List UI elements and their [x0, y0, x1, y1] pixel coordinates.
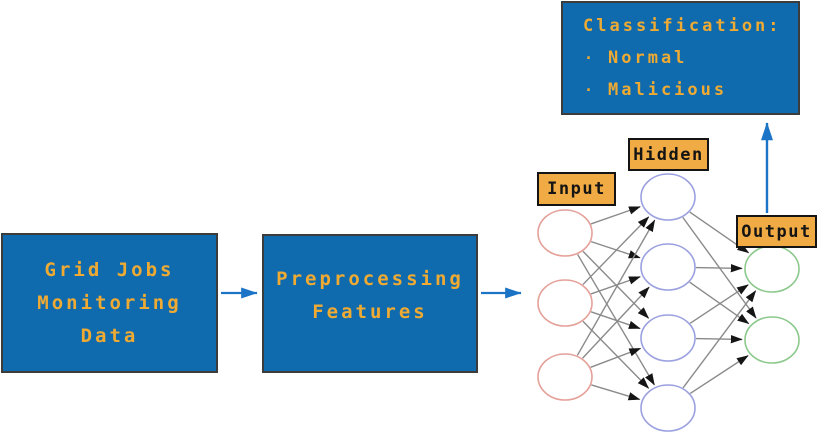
network-edges [576, 206, 757, 401]
input-layer-label: Input [537, 172, 616, 206]
network-edge [590, 276, 641, 295]
network-neurons [537, 173, 800, 432]
neuron-hidden-2 [640, 243, 696, 291]
network-edge [582, 216, 650, 286]
network-edge [582, 320, 650, 389]
flow-arrows [221, 122, 773, 299]
bullet-icon: · [583, 81, 597, 99]
network-edge [590, 347, 642, 368]
neuron-input-1 [537, 209, 593, 257]
neuron-hidden-1 [640, 173, 696, 221]
neuron-input-3 [537, 353, 593, 401]
neuron-output-2 [744, 316, 800, 364]
classification-item-malicious: · Malicious [583, 74, 798, 106]
network-edge [689, 281, 750, 325]
box-line: Preprocessing [276, 268, 464, 290]
classification-item-label: Malicious [608, 80, 728, 100]
neuron-output-1 [744, 245, 800, 293]
network-edge [582, 286, 650, 359]
network-edge [695, 264, 743, 273]
network-edge [590, 206, 641, 225]
network-edge [682, 290, 757, 389]
classification-item-normal: · Normal [583, 42, 798, 74]
box-line: Monitoring [37, 291, 182, 314]
classification-box: Classification: · Normal · Malicious [561, 1, 800, 115]
network-edge [590, 240, 641, 259]
grid-jobs-monitoring-data-box: Grid Jobs Monitoring Data [1, 233, 218, 373]
bullet-icon: · [583, 49, 597, 67]
network-edge [689, 355, 749, 395]
network-edge [576, 219, 656, 356]
box-line: Data [80, 324, 139, 347]
preprocessing-features-box: Preprocessing Features [262, 234, 478, 373]
output-layer-label: Output [736, 215, 817, 248]
network-edge [591, 384, 641, 401]
neuron-hidden-4 [640, 384, 696, 432]
neuron-hidden-3 [640, 314, 696, 362]
hidden-layer-label: Hidden [628, 138, 709, 171]
network-edge [590, 311, 641, 330]
box-line: Features [312, 301, 428, 323]
box-line: Grid Jobs [44, 258, 175, 281]
classification-item-label: Normal [608, 48, 688, 68]
classification-title: Classification: [583, 16, 782, 36]
network-edge [689, 284, 749, 324]
neuron-input-2 [537, 279, 593, 327]
